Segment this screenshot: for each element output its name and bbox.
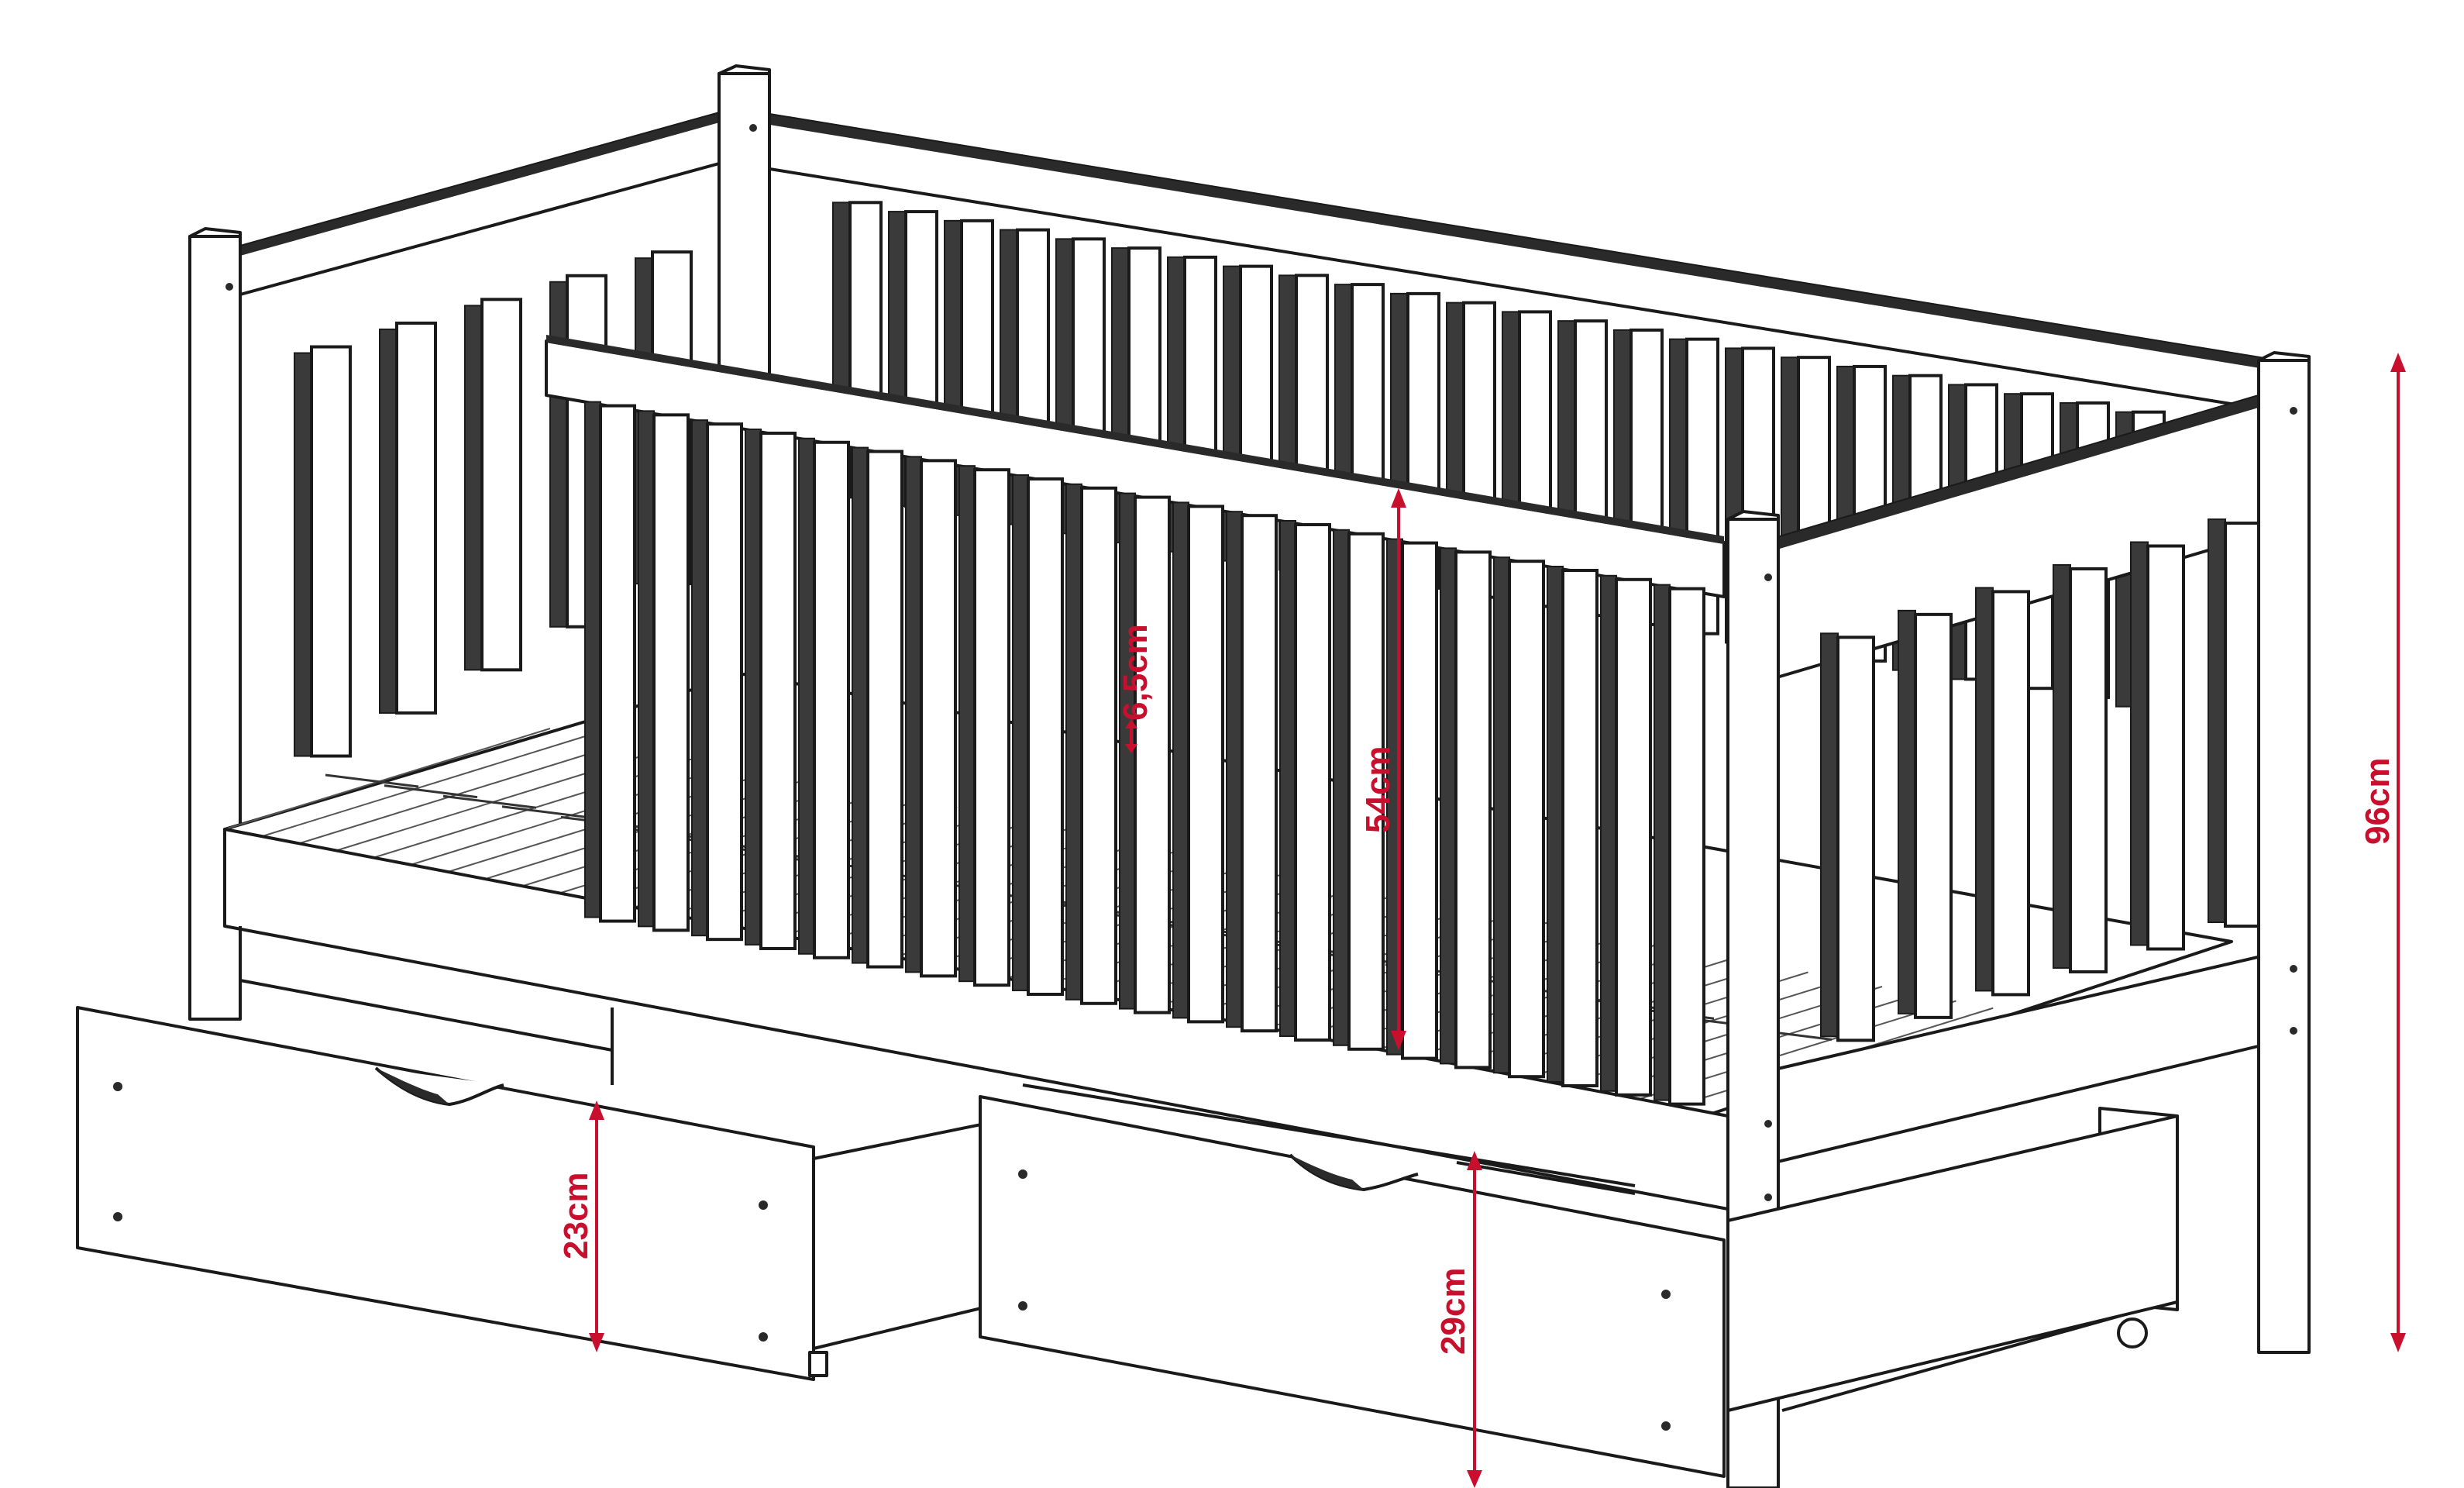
right-slat-face	[2146, 544, 2185, 951]
front-slat-face	[1134, 495, 1171, 1014]
front-slat	[584, 401, 601, 918]
drawer-left	[76, 1006, 1024, 1381]
front-slat-face	[1508, 560, 1545, 1079]
front-slat	[1547, 566, 1564, 1083]
dimension-slat-gap: 6,5cm	[1117, 624, 1155, 753]
left-slat	[379, 328, 397, 714]
left-slat-face	[395, 321, 437, 715]
front-slat	[745, 428, 762, 946]
left-slat	[549, 281, 568, 628]
front-slat	[1226, 511, 1243, 1028]
front-slat	[958, 465, 976, 983]
front-slat-face	[1027, 477, 1064, 996]
front-slat	[798, 437, 815, 955]
front-slat-face	[1187, 505, 1224, 1024]
front-slat	[691, 419, 708, 937]
front-slat-face	[866, 450, 903, 969]
front-slat	[1600, 574, 1617, 1092]
front-slat-face	[1561, 569, 1599, 1087]
front-slat	[1119, 492, 1136, 1010]
dimension-label-total-height: 96cm	[2359, 757, 2397, 845]
right-slat	[2053, 563, 2071, 969]
front-slat-face	[1241, 514, 1278, 1033]
front-guard-rail	[545, 335, 1726, 1106]
front-slat	[638, 410, 655, 928]
front-slat	[1172, 501, 1189, 1019]
front-slats	[584, 401, 1705, 1106]
front-slat	[1065, 483, 1082, 1001]
front-slat-face	[1080, 486, 1117, 1005]
right-slats	[1820, 518, 2263, 1042]
right-slat-face	[2069, 567, 2108, 973]
right-slat	[1975, 587, 1994, 992]
front-slat	[1333, 529, 1350, 1046]
dimension-label-rail-height: 54cm	[1359, 746, 1397, 833]
left-slat	[464, 305, 483, 671]
front-slat-face	[1615, 577, 1652, 1097]
front-slat-face	[973, 468, 1010, 987]
front-slat	[852, 446, 869, 964]
right-slat	[1898, 609, 1916, 1014]
front-slat-face	[1401, 541, 1438, 1060]
front-slat-face	[599, 404, 636, 923]
right-slat-face	[1836, 636, 1875, 1042]
left-slat-face	[310, 345, 352, 758]
front-slat-face	[759, 431, 797, 950]
front-slat-face	[1668, 587, 1705, 1106]
front-slat	[1012, 474, 1029, 991]
right-slat	[2208, 518, 2226, 924]
front-slat	[1440, 547, 1457, 1065]
dimension-label-slat-gap: 6,5cm	[1117, 624, 1155, 721]
front-slat	[1654, 584, 1671, 1101]
dimension-total-height: 96cm	[2359, 353, 2406, 1352]
left-slat-face	[480, 298, 522, 672]
right-slat-face	[2224, 522, 2263, 928]
front-slat	[1493, 556, 1510, 1074]
right-slat-face	[1914, 612, 1953, 1019]
right-slat-face	[1991, 590, 2030, 997]
front-slat-face	[813, 440, 850, 959]
dimension-annotations: 6,5cm 54cm 96cm 23cm 29cm	[557, 353, 2406, 1488]
front-slat-face	[1454, 550, 1492, 1070]
right-slat	[2130, 541, 2149, 946]
front-slat-face	[1294, 522, 1331, 1042]
dimension-label-drawer-height: 23cm	[557, 1172, 595, 1259]
front-slat-face	[652, 413, 690, 932]
front-slat-face	[1347, 532, 1385, 1051]
dimension-under-bed-height: 29cm	[1434, 1151, 1482, 1488]
dimension-rail-height: 54cm	[1359, 488, 1406, 1050]
dimension-drawer-height: 23cm	[557, 1100, 604, 1352]
front-slat	[1279, 519, 1296, 1037]
left-slat	[294, 352, 312, 757]
front-slat-face	[706, 422, 743, 942]
front-slat	[905, 456, 922, 973]
dimension-label-under-bed-height: 29cm	[1434, 1267, 1472, 1355]
front-slat-face	[920, 459, 957, 978]
right-slat	[1820, 632, 1839, 1038]
